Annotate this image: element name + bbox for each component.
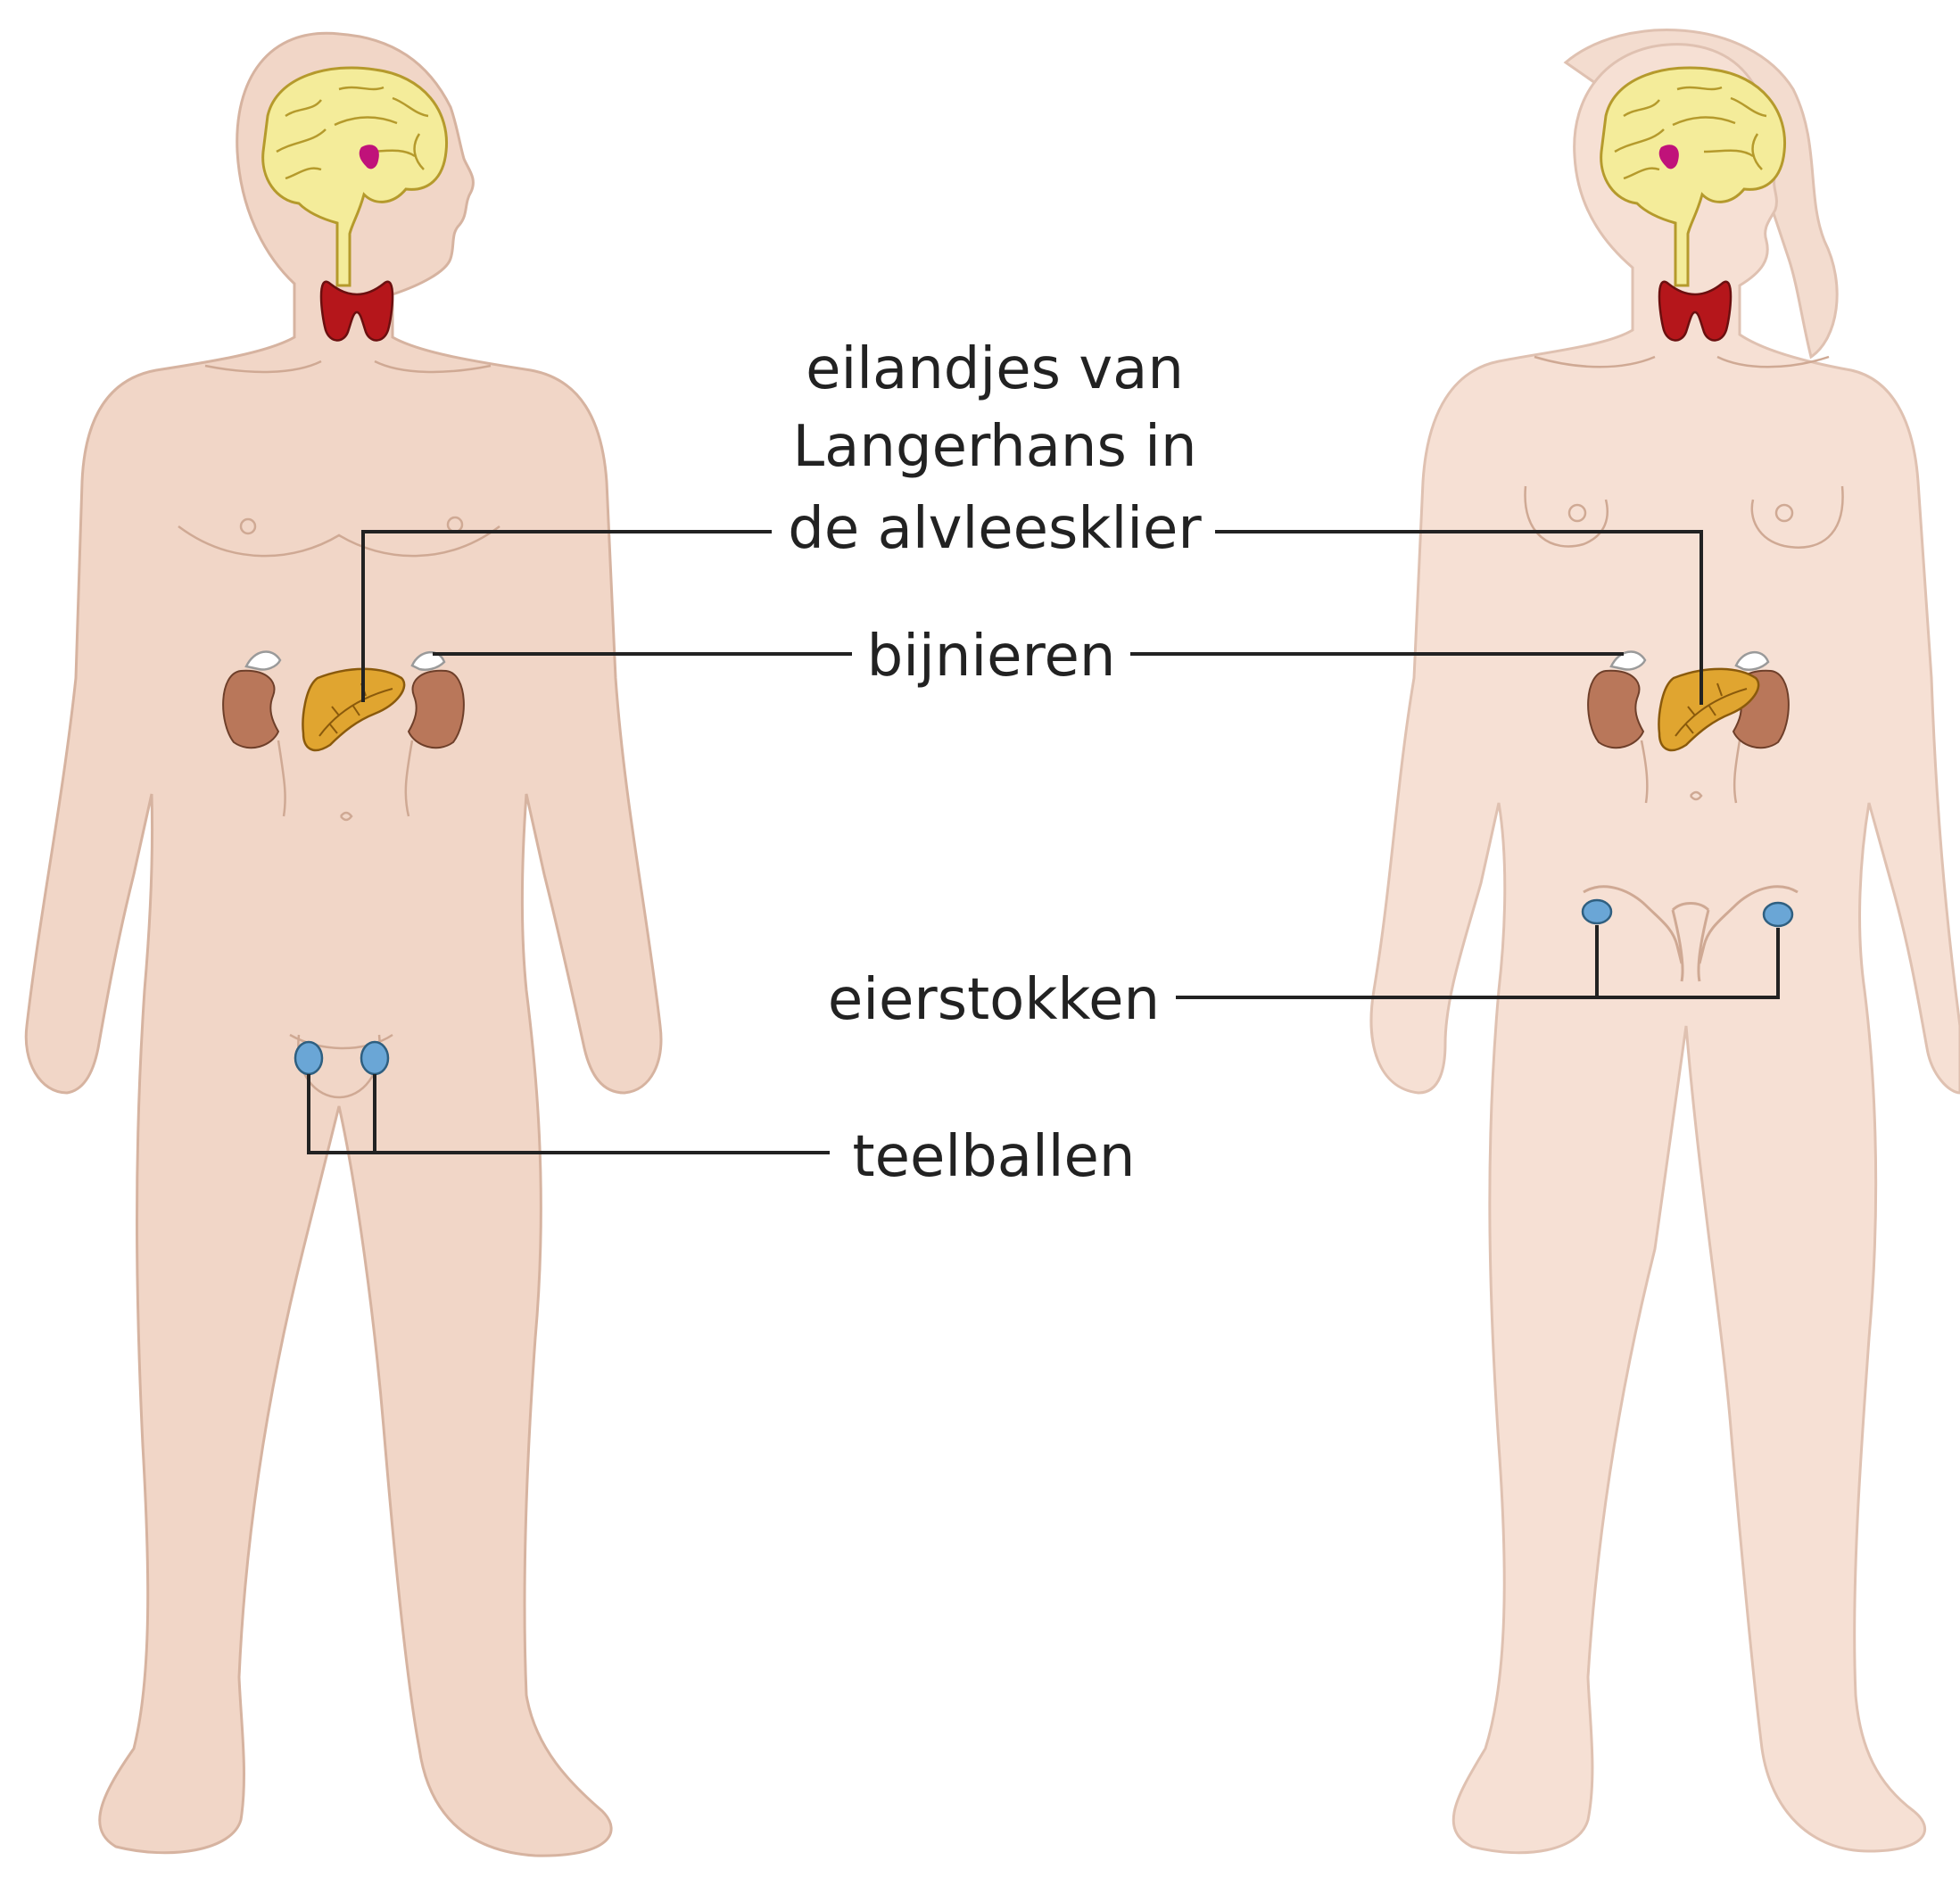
female-ovary-left: [1583, 900, 1611, 923]
male-testis-right: [361, 1042, 388, 1074]
male-kidney-left: [223, 671, 278, 748]
label-islets-line2: Langerhans in: [793, 414, 1197, 480]
male-figure: [26, 33, 661, 1856]
male-kidney-right: [409, 671, 464, 748]
female-figure: [1371, 30, 1960, 1853]
labels: eilandjes van Langerhans in de alvleeskl…: [788, 336, 1202, 1190]
label-ovaries: eierstokken: [828, 967, 1160, 1033]
label-islets-line3: de alvleesklier: [788, 496, 1202, 562]
label-adrenals: bijnieren: [867, 624, 1116, 690]
female-kidney-left: [1588, 671, 1643, 748]
label-testes: teelballen: [853, 1124, 1136, 1190]
label-islets-line1: eilandjes van: [806, 336, 1184, 402]
female-ovary-right: [1764, 903, 1792, 926]
male-testis-left: [295, 1042, 322, 1074]
